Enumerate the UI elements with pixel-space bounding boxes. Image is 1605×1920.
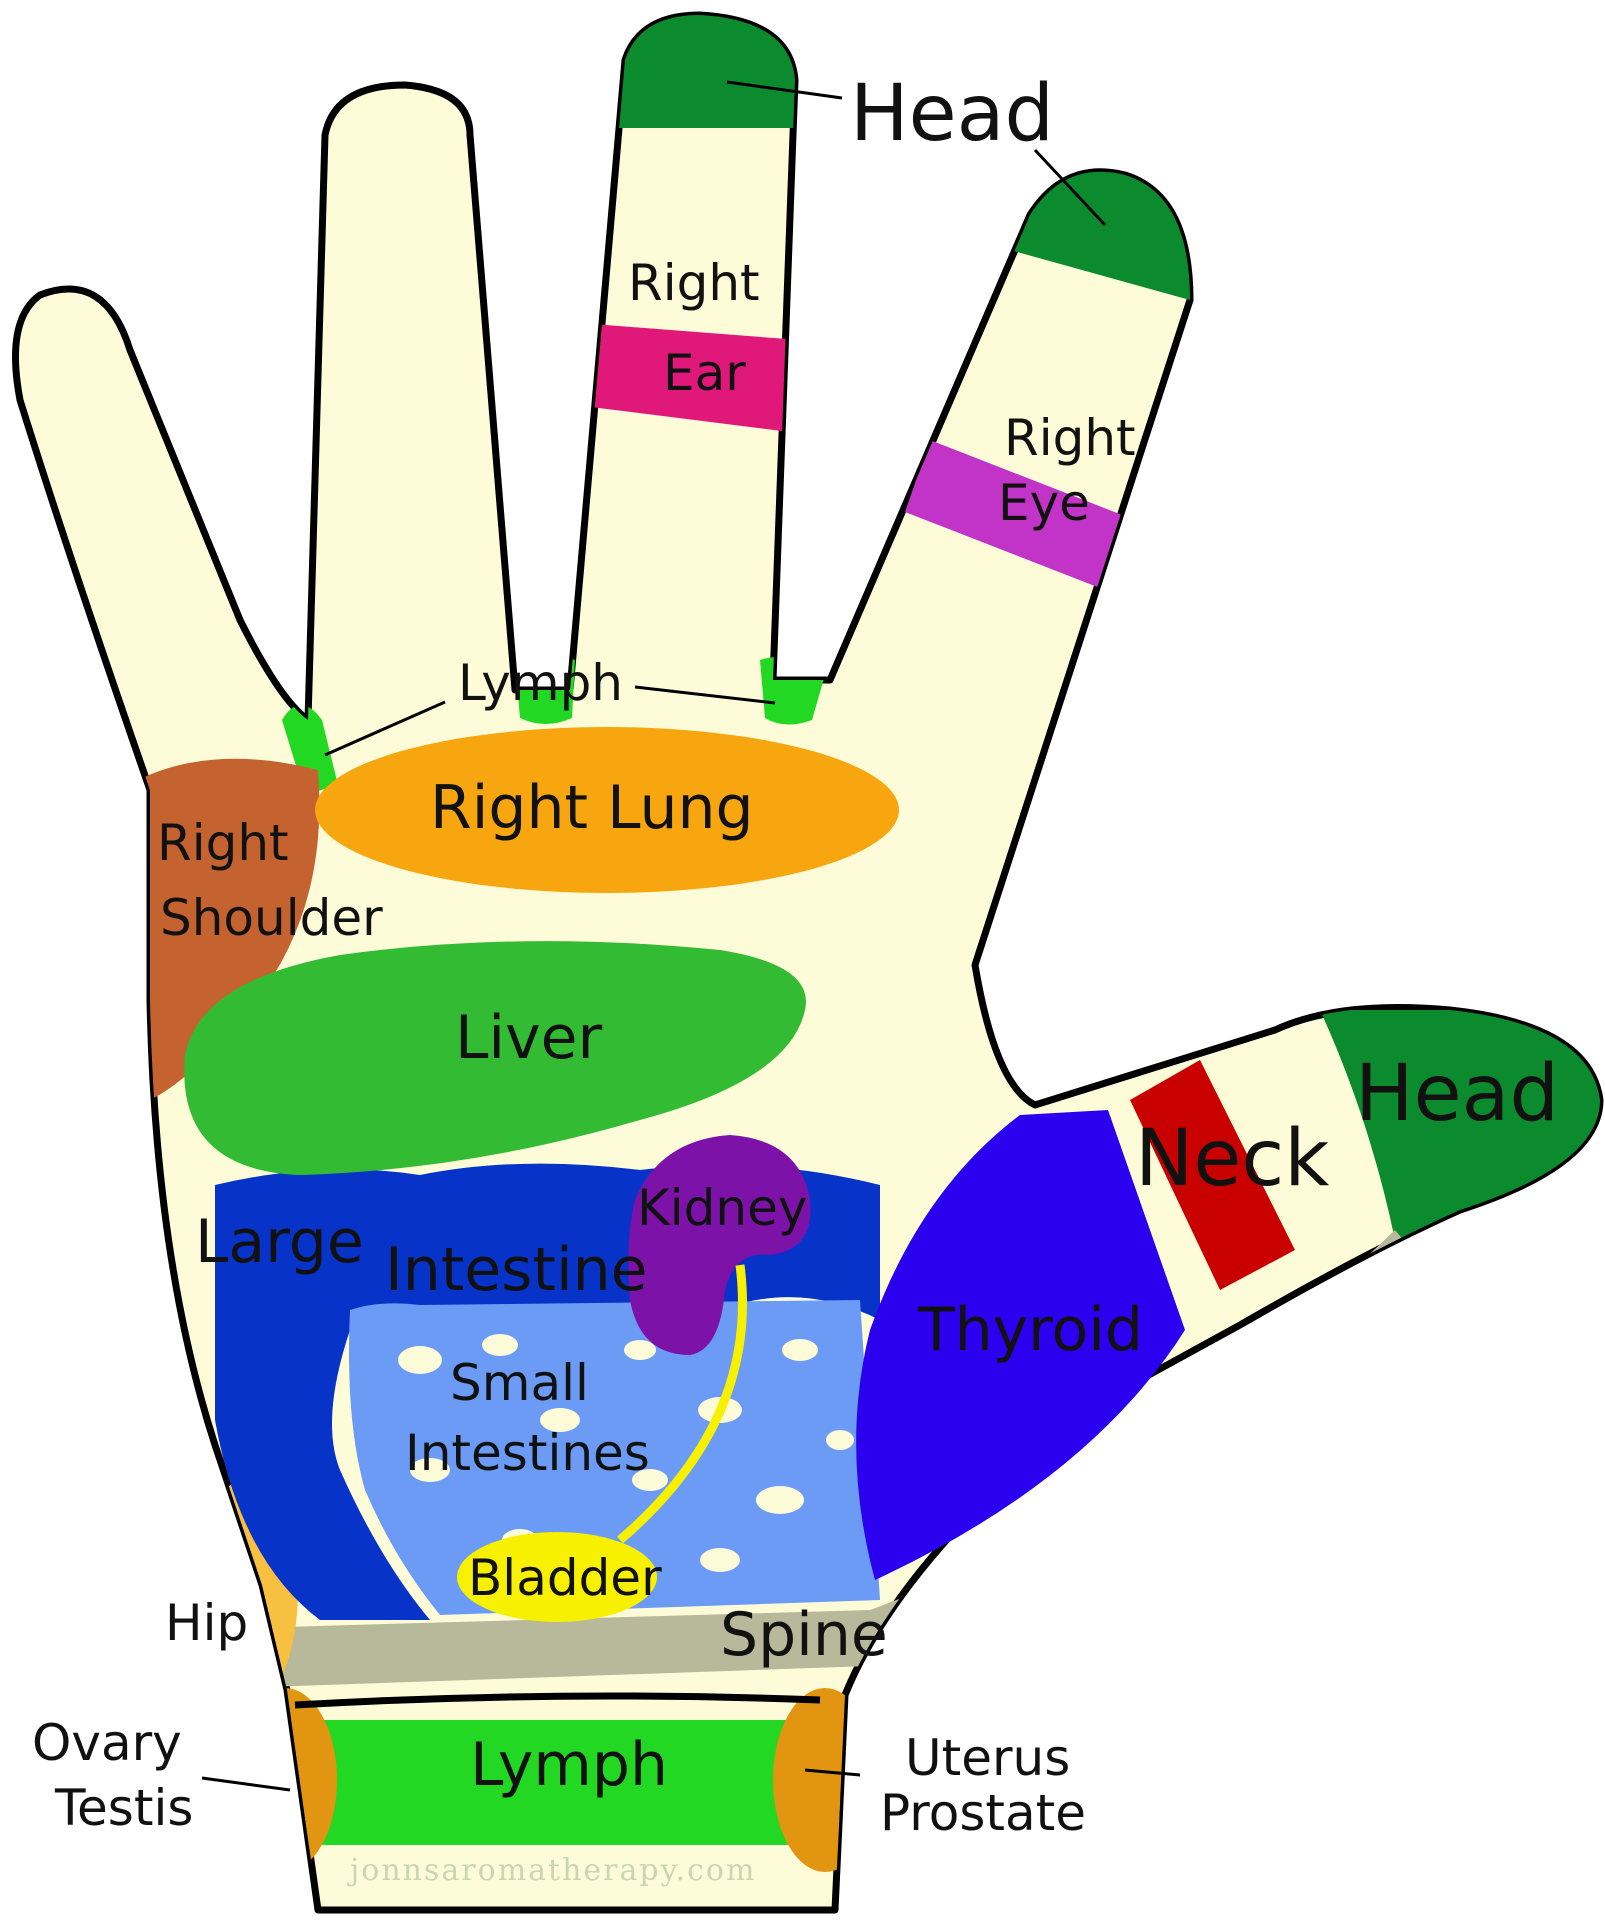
liver-zone: [184, 941, 806, 1175]
label-kidney: Kidney: [637, 1179, 807, 1237]
label-right-shoulder-line1: Right: [157, 814, 289, 872]
label-small-line2: Intestines: [405, 1424, 650, 1482]
right-lung-zone: [315, 727, 899, 893]
label-lymph-top: Lymph: [458, 654, 623, 712]
right-eye-zone: [905, 440, 1135, 590]
watermark: jonnsaromatherapy.com: [347, 1853, 756, 1888]
label-right-lung: Right Lung: [430, 773, 754, 843]
label-right-ear-line1: Right: [628, 254, 760, 312]
label-right-ear-line2: Ear: [663, 344, 746, 402]
label-bladder: Bladder: [468, 1549, 662, 1607]
bladder-zone: [457, 1532, 657, 1622]
lymph-zone-1: [282, 705, 338, 795]
wrist-crease: [294, 1692, 821, 1709]
label-uterus-line1: Uterus: [905, 1729, 1070, 1787]
label-lymph-wrist: Lymph: [470, 1730, 668, 1800]
label-intestine: Intestine: [385, 1235, 648, 1305]
label-head-finger: Head: [850, 69, 1054, 159]
right-ear-zone: [575, 323, 800, 432]
small-intestines-zone: [349, 1300, 880, 1615]
label-ovary-line1: Ovary: [32, 1714, 182, 1772]
lymph-wrist-zone: [270, 1720, 840, 1845]
thyroid-zone: [856, 1110, 1185, 1580]
label-neck: Neck: [1135, 1114, 1329, 1204]
neck-zone: [1130, 1060, 1295, 1290]
uterus-prostate-zone: [773, 1688, 877, 1872]
label-thyroid: Thyroid: [917, 1295, 1143, 1365]
label-large: Large: [195, 1207, 364, 1277]
head-zone-middle-finger: [600, 15, 820, 128]
label-right-shoulder-line2: Shoulder: [160, 889, 383, 947]
right-shoulder-zone: [120, 758, 320, 1100]
label-right-eye-line2: Eye: [998, 474, 1090, 532]
label-liver: Liver: [455, 1003, 603, 1073]
leader-lines: [201, 80, 1107, 1792]
ovary-testis-zone: [233, 1688, 337, 1872]
label-spine: Spine: [720, 1600, 888, 1670]
label-uterus-line2: Prostate: [880, 1784, 1086, 1842]
kidney-zone: [628, 1135, 811, 1355]
ureter-line: [617, 1264, 747, 1544]
label-right-eye-line1: Right: [1004, 409, 1136, 467]
label-hip: Hip: [165, 1594, 248, 1652]
label-head-thumb: Head: [1355, 1049, 1559, 1139]
label-ovary-line2: Testis: [54, 1779, 193, 1837]
label-small-line1: Small: [450, 1354, 589, 1412]
